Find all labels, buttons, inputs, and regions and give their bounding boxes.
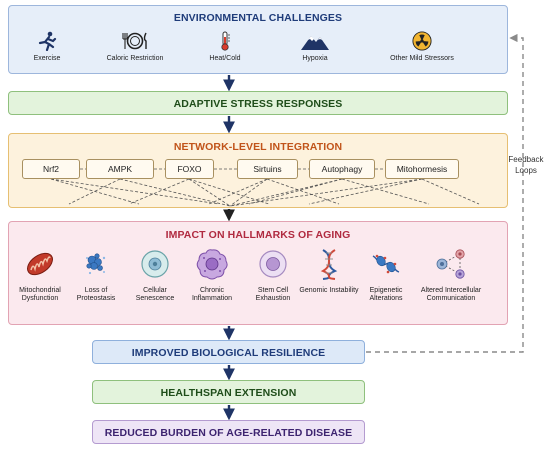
network-links: [50, 168, 480, 207]
stressor-caloric-restriction: Caloric Restriction: [105, 31, 165, 62]
hallmark-chronic-inflammation: Chronic Inflammation: [181, 248, 243, 304]
feedback-loop-arrow: [366, 33, 524, 353]
stressor-other-mild: Other Mild Stressors: [384, 31, 460, 62]
inflamed-cell-icon: [196, 249, 228, 280]
node-sirtuins: Sirtuins: [237, 159, 298, 179]
improved-biological-resilience-box: IMPROVED BIOLOGICAL RESILIENCE: [92, 340, 365, 364]
mountain-icon: [301, 36, 329, 50]
dna-icon: [320, 249, 338, 280]
plate-icon: [122, 32, 147, 50]
hallmark-loss-of-proteostasis: Loss of Proteostasis: [65, 248, 127, 304]
feedback-loops-label: Feedback Loops: [508, 155, 544, 175]
runner-icon: [38, 31, 57, 52]
environmental-challenges-title: ENVIRONMENTAL CHALLENGES: [173, 12, 343, 24]
healthspan-extension-box: HEALTHSPAN EXTENSION: [92, 380, 365, 404]
node-nrf2: Nrf2: [22, 159, 80, 179]
reduced-burden-box: REDUCED BURDEN OF AGE-RELATED DISEASE: [92, 420, 365, 444]
stressor-exercise: Exercise: [27, 31, 67, 62]
senescent-cell-icon: [141, 250, 169, 278]
node-ampk: AMPK: [86, 159, 154, 179]
protein-aggregate-icon: [86, 253, 106, 275]
hallmark-epigenetic-alterations: Epigenetic Alterations: [355, 248, 417, 304]
stem-cell-icon: [259, 250, 287, 278]
cell-network-icon: [436, 249, 465, 279]
node-mitohormesis: Mitohormesis: [385, 159, 459, 179]
reduced-burden-title: REDUCED BURDEN OF AGE-RELATED DISEASE: [104, 427, 353, 439]
radiation-icon: [412, 31, 432, 51]
thermometer-icon: [221, 31, 230, 51]
hallmarks-of-aging-title: IMPACT ON HALLMARKS OF AGING: [165, 229, 351, 241]
chromatin-icon: [372, 254, 400, 274]
adaptive-stress-responses-title: ADAPTIVE STRESS RESPONSES: [173, 98, 343, 110]
mitochondrion-icon: [27, 252, 53, 276]
network-level-integration-panel: NETWORK-LEVEL INTEGRATION Nrf2 AMPK FOXO…: [8, 133, 508, 208]
node-autophagy: Autophagy: [309, 159, 375, 179]
stressor-heat-cold: Heat/Cold: [205, 31, 245, 62]
healthspan-extension-title: HEALTHSPAN EXTENSION: [160, 387, 297, 399]
improved-biological-resilience-title: IMPROVED BIOLOGICAL RESILIENCE: [131, 347, 326, 359]
hallmark-mitochondrial-dysfunction: Mitochondrial Dysfunction: [9, 248, 71, 304]
hallmark-genomic-instability: Genomic Instability: [298, 248, 360, 295]
environmental-challenges-panel: ENVIRONMENTAL CHALLENGES Exercise Calori…: [8, 5, 508, 74]
hallmark-cellular-senescence: Cellular Senescence: [124, 248, 186, 304]
node-foxo: FOXO: [165, 159, 214, 179]
adaptive-stress-responses-box: ADAPTIVE STRESS RESPONSES: [8, 91, 508, 115]
hallmark-altered-intercellular-communication: Altered Intercellular Communication: [413, 248, 489, 304]
hallmark-stem-cell-exhaustion: Stem Cell Exhaustion: [242, 248, 304, 304]
network-level-integration-title: NETWORK-LEVEL INTEGRATION: [173, 141, 343, 153]
stressor-hypoxia: Hypoxia: [295, 31, 335, 62]
hallmarks-of-aging-panel: IMPACT ON HALLMARKS OF AGING Mitochondri…: [8, 221, 508, 325]
